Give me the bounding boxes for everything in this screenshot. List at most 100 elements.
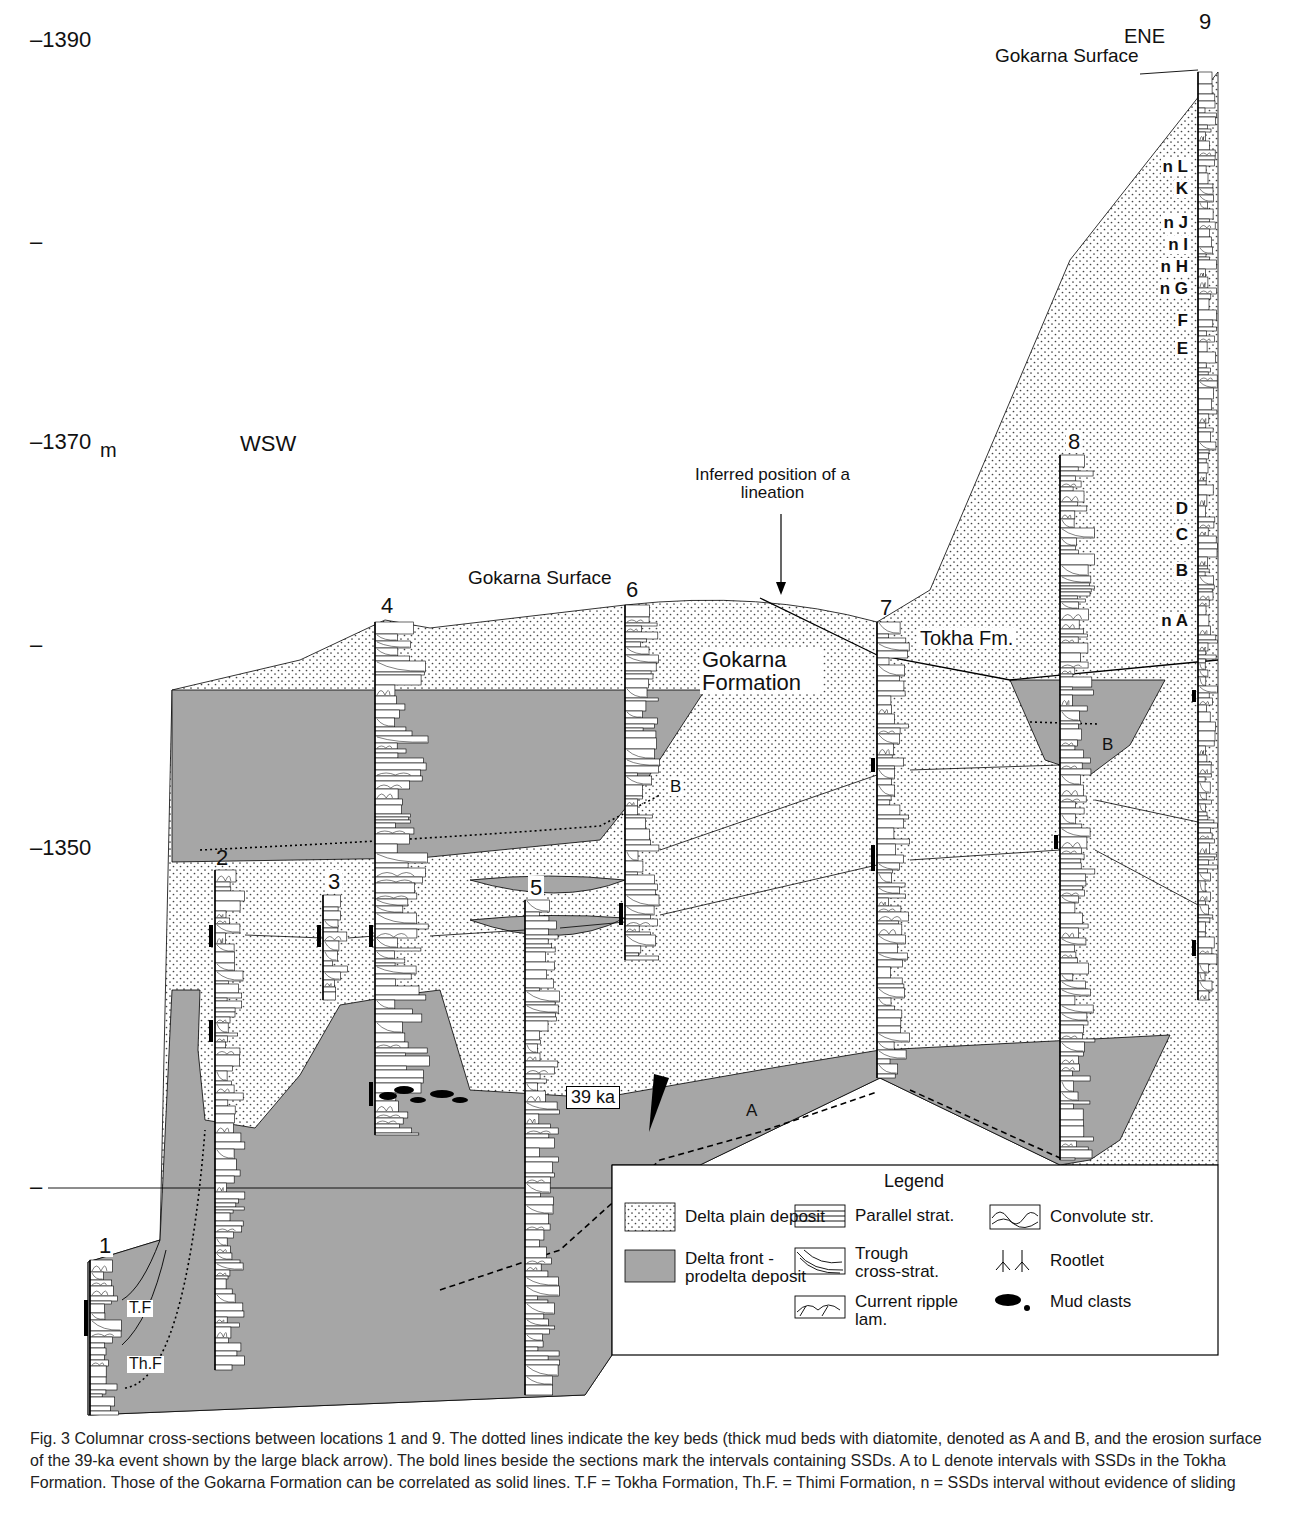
bed (877, 844, 896, 855)
cross-strat (377, 1023, 401, 1032)
bed (1198, 399, 1212, 410)
mud-clast (452, 1097, 468, 1103)
bed (215, 1311, 244, 1317)
bed (1060, 695, 1072, 706)
ripple-lam (377, 691, 390, 696)
ripple-lam (1062, 893, 1078, 895)
column-number: 4 (381, 594, 393, 617)
bed (525, 1002, 555, 1005)
bed (625, 845, 659, 851)
bed (215, 1203, 236, 1207)
bed (375, 834, 410, 844)
formation-abbrev: Th.F (127, 1356, 164, 1373)
bed (1198, 774, 1212, 777)
ripple-lam (527, 1071, 548, 1074)
bed (375, 1014, 422, 1022)
bed (323, 966, 348, 972)
bed (1198, 755, 1207, 762)
cross-strat (377, 854, 427, 862)
ripple-lam (1200, 897, 1207, 901)
bed (1060, 981, 1086, 989)
bed (625, 796, 642, 799)
bed (375, 883, 415, 893)
bed (525, 1326, 555, 1329)
bed (215, 1001, 242, 1008)
bed (1198, 712, 1210, 722)
bed (525, 1271, 548, 1277)
bed (625, 605, 650, 617)
bed (1198, 572, 1205, 576)
bed (525, 1138, 555, 1148)
cross-strat (527, 1377, 552, 1384)
bed (625, 617, 649, 623)
bed (1060, 487, 1073, 491)
bed (877, 988, 904, 998)
bed (1198, 129, 1211, 132)
bed (1198, 125, 1207, 129)
bed (1060, 565, 1088, 576)
bed (877, 1010, 902, 1018)
cross-strat (1200, 382, 1216, 387)
cross-strat (879, 770, 894, 778)
bed (1198, 237, 1211, 247)
bed (1198, 229, 1210, 237)
bed (877, 1050, 906, 1059)
cross-strat (92, 1314, 104, 1319)
bed (215, 1289, 232, 1294)
bed (1060, 687, 1073, 690)
bed (1060, 837, 1087, 848)
ripple-lam (1062, 484, 1076, 486)
bed (1060, 476, 1076, 481)
bed (525, 1162, 553, 1173)
ripple-lam (1062, 955, 1072, 957)
bed (1198, 166, 1206, 173)
bed (375, 753, 398, 758)
bed (625, 799, 638, 806)
ripple-lam (1200, 849, 1206, 854)
bed (1198, 141, 1210, 150)
bed (1198, 640, 1218, 643)
bed (1060, 662, 1088, 668)
ripple-lam (1200, 477, 1204, 480)
bed (877, 676, 900, 681)
bed (215, 1036, 228, 1042)
ripple-lam (1200, 836, 1208, 838)
bed (525, 1134, 549, 1138)
bed (1060, 724, 1078, 729)
cross-strat (879, 999, 890, 1005)
ripple-lam (527, 1097, 540, 1102)
ripple-lam (879, 710, 888, 714)
bed (1060, 763, 1082, 769)
bed (1060, 869, 1095, 874)
bed (1198, 964, 1208, 973)
cross-strat (217, 1254, 231, 1259)
bed (525, 1205, 553, 1214)
bed (215, 1042, 226, 1048)
ripple-lam (1062, 625, 1074, 629)
bed (1198, 543, 1217, 549)
bed (375, 648, 398, 656)
symbol-lines (797, 1305, 840, 1316)
bed (375, 749, 406, 753)
ssd-bar (1054, 835, 1058, 849)
surface-label: Gokarna Surface (468, 568, 612, 588)
bed (877, 658, 889, 665)
bed (375, 1053, 406, 1056)
bed (877, 1033, 910, 1042)
bed (1060, 653, 1080, 662)
bed (90, 1313, 105, 1320)
bed (877, 978, 902, 984)
bed (215, 1279, 226, 1289)
bed (323, 951, 337, 961)
bed (1198, 113, 1216, 117)
ripple-lam (92, 1266, 107, 1271)
bed (525, 1114, 539, 1124)
cross-strat (527, 1045, 536, 1052)
bed (1198, 585, 1214, 589)
bed (1198, 857, 1214, 860)
bed (215, 1323, 240, 1327)
ripple-lam (627, 620, 643, 622)
cross-strat (1062, 566, 1087, 575)
cross-strat (217, 1239, 226, 1245)
bed (1060, 1005, 1093, 1013)
